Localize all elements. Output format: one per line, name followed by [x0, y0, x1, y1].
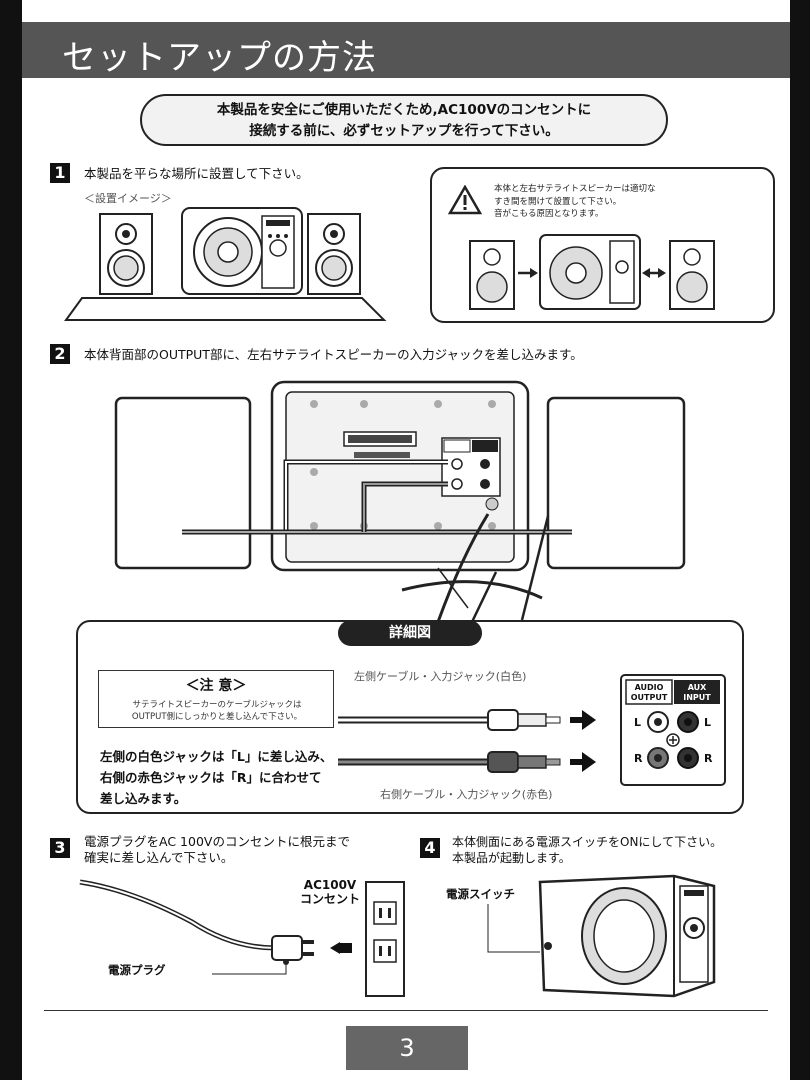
notice-line-1: 本製品を安全にご使用いただくため,AC100Vのコンセントに	[216, 102, 592, 118]
outlet-label-line-1: AC100V	[303, 878, 357, 892]
page-number: 3	[346, 1026, 468, 1070]
panel-l-output: L	[634, 716, 641, 729]
subwoofer	[181, 207, 303, 295]
step-1-setup-illustration	[64, 207, 387, 321]
detail-diagram-box: 詳細図 ＜注 意＞ サテライトスピーカーのケーブルジャックは OUTPUT側にし…	[76, 620, 744, 814]
step-4-number: 4	[420, 838, 440, 858]
step-4-line-1: 本体側面にある電源スイッチをONにして下さい。	[452, 835, 723, 849]
warning-line-1: 本体と左右サテライトスピーカーは適切な	[494, 184, 656, 194]
jack-note-line-1: 左側の白色ジャックは「L」に差し込み、	[100, 749, 333, 764]
step-4-line-2: 本製品が起動します。	[452, 851, 571, 865]
step-3-text: 電源プラグをAC 100Vのコンセントに根元まで 確実に差し込んで下さい。	[84, 834, 350, 866]
warning-icon	[448, 185, 482, 215]
notice-line-2: 接続する前に、必ずセットアップを行って下さい。	[249, 123, 559, 139]
left-cable-label: 左側ケーブル・入力ジャック(白色)	[354, 670, 527, 683]
detail-cables-illustration	[338, 709, 596, 773]
warning-line-2: すき間を開けて設置して下さい。	[494, 196, 622, 207]
jack-panel: AUDIO OUTPUT AUX INPUT L L R R	[620, 674, 726, 786]
caution-title: ＜注 意＞	[185, 678, 247, 694]
warning-line-3: 音がこもる原因となります。	[494, 209, 604, 219]
panel-r-input: R	[704, 752, 713, 765]
step-4-switch-illustration	[487, 874, 716, 998]
jack-note-line-2: 右側の赤色ジャックは「R」に合わせて	[100, 770, 322, 785]
panel-r-output: R	[634, 752, 643, 765]
spacing-illustration	[469, 234, 715, 310]
outlet-label: AC100V コンセント	[300, 878, 360, 906]
footer-divider	[44, 1010, 768, 1011]
step-3-plug-illustration	[79, 879, 405, 997]
warning-text: 本体と左右サテライトスピーカーは適切な すき間を開けて設置して下さい。 音がこも…	[494, 183, 764, 221]
step-1-number: 1	[50, 163, 70, 183]
step-2-rear-connection-illustration	[114, 380, 686, 622]
jack-note-line-3: 差し込みます。	[100, 791, 187, 806]
panel-aux-label: AUX	[688, 683, 707, 692]
plug-label: 電源プラグ	[108, 963, 166, 977]
right-satellite-speaker	[307, 213, 361, 295]
step-1-image-caption: ＜設置イメージ＞	[84, 192, 172, 205]
title-bar: セットアップの方法	[22, 22, 790, 78]
spacing-warning-box: 本体と左右サテライトスピーカーは適切な すき間を開けて設置して下さい。 音がこも…	[430, 167, 775, 323]
panel-input-label: INPUT	[683, 693, 711, 702]
safety-notice: 本製品を安全にご使用いただくため,AC100Vのコンセントに 接続する前に、必ず…	[140, 94, 668, 146]
manual-page: セットアップの方法 本製品を安全にご使用いただくため,AC100Vのコンセントに…	[22, 0, 790, 1080]
step-3-line-1: 電源プラグをAC 100Vのコンセントに根元まで	[84, 834, 350, 849]
panel-audio-label: AUDIO	[635, 683, 664, 692]
right-cable-label: 右側ケーブル・入力ジャック(赤色)	[380, 788, 553, 801]
caution-body: サテライトスピーカーのケーブルジャックは OUTPUT側にしっかりと差し込んで下…	[105, 699, 329, 723]
page-title: セットアップの方法	[62, 38, 377, 78]
panel-l-input: L	[704, 716, 711, 729]
panel-output-label: OUTPUT	[631, 693, 668, 702]
power-switch-label: 電源スイッチ	[446, 887, 515, 901]
step-2-text: 本体背面部のOUTPUT部に、左右サテライトスピーカーの入力ジャックを差し込みま…	[84, 347, 583, 362]
caution-line-1: サテライトスピーカーのケーブルジャックは	[132, 700, 302, 710]
caution-line-2: OUTPUT側にしっかりと差し込んで下さい。	[131, 712, 303, 722]
outlet-label-line-2: コンセント	[300, 892, 361, 906]
caution-box: ＜注 意＞ サテライトスピーカーのケーブルジャックは OUTPUT側にしっかりと…	[98, 670, 334, 728]
step-3-line-2: 確実に差し込んで下さい。	[84, 850, 234, 865]
step-4-text: 本体側面にある電源スイッチをONにして下さい。 本製品が起動します。	[452, 834, 722, 866]
step-1-text: 本製品を平らな場所に設置して下さい。	[84, 166, 309, 181]
step-3-number: 3	[50, 838, 70, 858]
detail-label: 詳細図	[338, 620, 482, 646]
step-2-number: 2	[50, 344, 70, 364]
left-satellite-speaker	[99, 213, 153, 295]
jack-note: 左側の白色ジャックは「L」に差し込み、 右側の赤色ジャックは「R」に合わせて 差…	[100, 746, 332, 809]
